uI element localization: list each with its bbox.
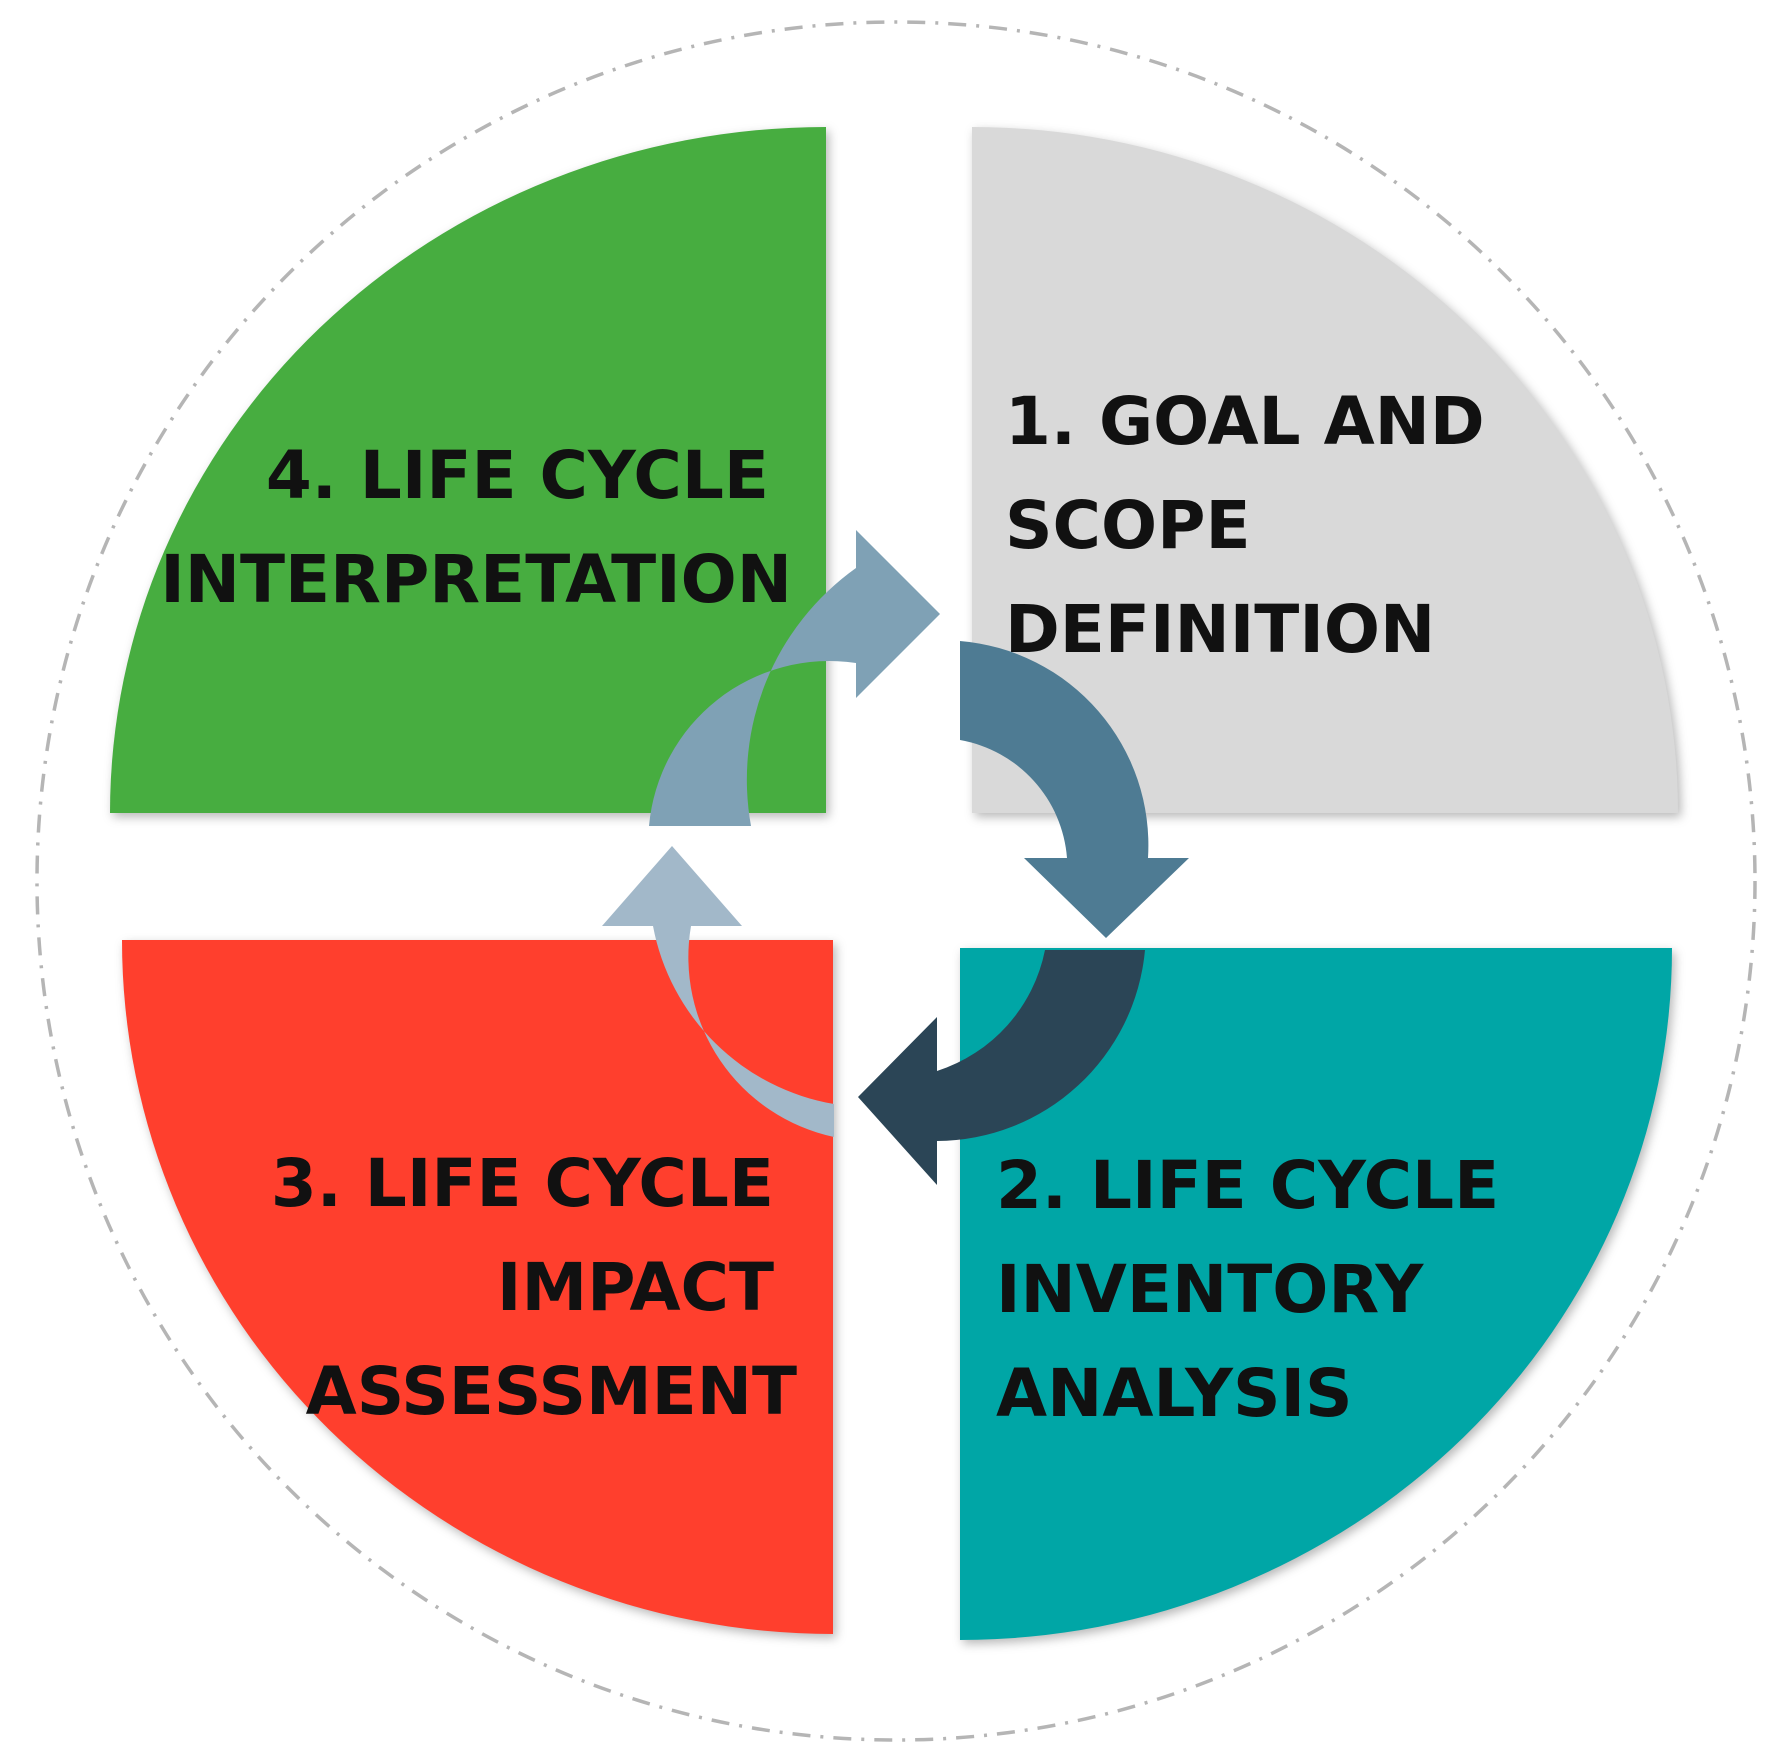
phase-4-label-line-1: 4. LIFE CYCLE — [266, 437, 769, 514]
arrow-top-right — [960, 641, 1189, 938]
outer-dashed-ring — [35, 20, 1757, 1742]
phase-4-label-line-2: INTERPRETATION — [160, 541, 792, 618]
arrow-bottom-left — [602, 846, 834, 1137]
arrow-bottom-right — [858, 950, 1145, 1185]
phase-4-interpretation-quadrant — [110, 127, 826, 813]
phase-4-label: 4. LIFE CYCLE INTERPRETATION — [160, 437, 792, 618]
phase-1-label-line-2: SCOPE — [1005, 487, 1251, 564]
phase-3-impact-assessment-quadrant — [122, 940, 833, 1634]
phase-3-label: 3. LIFE CYCLE IMPACT ASSESSMENT — [271, 1145, 797, 1430]
phase-1-label: 1. GOAL AND SCOPE DEFINITION — [1005, 383, 1508, 668]
phase-3-label-line-3: ASSESSMENT — [306, 1353, 797, 1430]
phase-1-label-line-1: 1. GOAL AND — [1005, 383, 1485, 460]
phase-1-label-line-3: DEFINITION — [1005, 591, 1435, 668]
phase-2-inventory-analysis-quadrant — [960, 948, 1672, 1640]
phase-2-label-line-2: INVENTORY — [996, 1251, 1425, 1328]
phase-1-goal-scope-quadrant — [972, 127, 1678, 813]
arrow-top-left — [649, 530, 940, 826]
phase-3-label-line-2: IMPACT — [497, 1249, 774, 1326]
phase-2-label-line-1: 2. LIFE CYCLE — [996, 1147, 1499, 1224]
phase-2-label: 2. LIFE CYCLE INVENTORY ANALYSIS — [996, 1147, 1522, 1432]
phase-3-label-line-1: 3. LIFE CYCLE — [271, 1145, 774, 1222]
phase-2-label-line-3: ANALYSIS — [996, 1355, 1353, 1432]
